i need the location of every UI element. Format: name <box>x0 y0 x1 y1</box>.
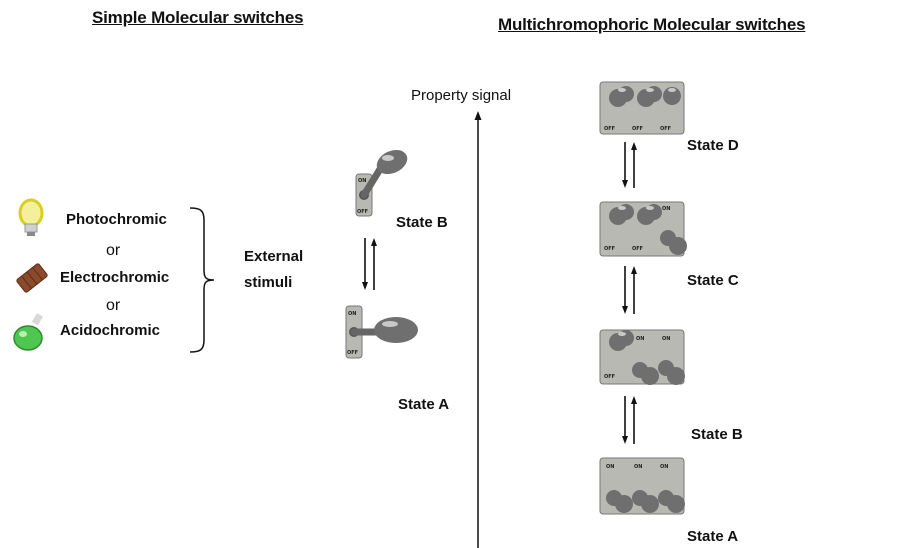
svg-text:OFF: OFF <box>604 374 615 380</box>
multi-state-d-label: State D <box>687 137 739 154</box>
stimulus-label-acidochromic: Acidochromic <box>60 322 161 339</box>
simple-switch-state-a: ON OFF <box>345 305 418 359</box>
property-signal-label: Property signal <box>411 87 512 104</box>
svg-text:ON: ON <box>634 464 642 470</box>
svg-text:OFF: OFF <box>632 126 643 132</box>
external-stimuli-line2: stimuli <box>244 274 293 291</box>
simple-state-b-label: State B <box>396 214 448 231</box>
battery-icon <box>16 263 48 293</box>
simple-switch-state-b: ON OFF <box>355 149 408 217</box>
svg-text:OFF: OFF <box>604 246 615 252</box>
light-bulb-icon <box>18 198 44 236</box>
stimulus-label-electrochromic: Electrochromic <box>60 269 170 286</box>
svg-text:ON: ON <box>606 464 614 470</box>
multichromophoric-switches-heading: Multichromophoric Molecular switches <box>498 15 806 34</box>
svg-text:ON: ON <box>636 336 644 342</box>
multi-switch-state-c: OFF OFF ON <box>599 201 687 257</box>
multi-state-c-label: State C <box>687 272 739 289</box>
svg-text:ON: ON <box>662 336 670 342</box>
svg-text:ON: ON <box>662 206 670 212</box>
svg-text:OFF: OFF <box>357 209 368 215</box>
multi-arrows-c-b <box>622 266 637 314</box>
multi-switch-state-a: ON ON ON <box>599 457 685 515</box>
multi-arrows-d-c <box>622 142 637 188</box>
multi-switch-state-d: OFF OFF OFF <box>599 81 685 135</box>
multi-switch-state-b: OFF ON ON <box>599 329 685 385</box>
external-stimuli-line1: External <box>244 248 304 265</box>
stimuli-bracket <box>189 207 215 353</box>
svg-text:ON: ON <box>348 311 356 317</box>
stimulus-label-photochromic: Photochromic <box>66 211 167 228</box>
multi-arrows-b-a <box>622 396 637 444</box>
multi-state-a-label: State A <box>687 528 739 545</box>
svg-text:ON: ON <box>358 178 366 184</box>
svg-text:ON: ON <box>660 464 668 470</box>
or-label-1: or <box>106 242 121 259</box>
property-signal-axis <box>474 111 482 548</box>
flask-icon <box>13 313 43 351</box>
svg-text:OFF: OFF <box>347 350 358 356</box>
svg-text:OFF: OFF <box>604 126 615 132</box>
simple-state-a-label: State A <box>398 396 450 413</box>
multi-state-b-label: State B <box>691 426 743 443</box>
simple-switches-heading: Simple Molecular switches <box>92 8 304 27</box>
svg-text:OFF: OFF <box>660 126 671 132</box>
simple-switch-arrows <box>362 238 377 290</box>
or-label-2: or <box>106 297 121 314</box>
svg-text:OFF: OFF <box>632 246 643 252</box>
